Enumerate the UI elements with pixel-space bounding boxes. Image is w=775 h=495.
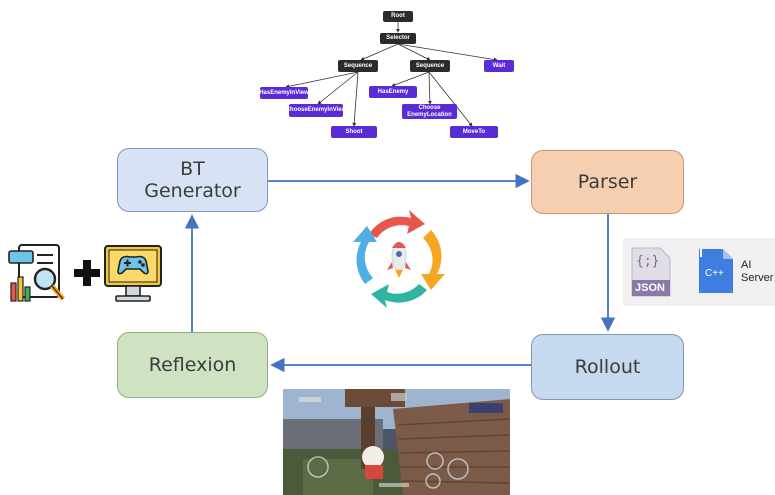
reflexion-block: Reflexion [117, 332, 268, 398]
tree-selector-node: Selector [380, 33, 416, 44]
parser-label: Parser [577, 171, 638, 193]
tree-sequence-right-node: Sequence [410, 60, 450, 72]
game-screenshot [283, 389, 510, 495]
tree-has-enemy-in-view-node: HasEnemyInView [259, 87, 309, 99]
cpp-file-icon [699, 249, 733, 293]
rollout-label: Rollout [574, 356, 641, 378]
json-braces-text: {;} [636, 254, 660, 269]
cycle-rocket-icon [353, 210, 445, 308]
rollout-block: Rollout [531, 334, 684, 400]
game-monitor-icon [104, 245, 162, 302]
bt-generator-block: BT Generator [117, 148, 268, 212]
ai-server-label: AI Server [741, 259, 774, 284]
tree-shoot-node: Shoot [331, 126, 377, 138]
game-scene-art [283, 389, 510, 495]
cpp-label: C++ [705, 268, 724, 279]
tree-root-node: Root [383, 11, 413, 22]
tree-move-to-node: MoveTo [450, 126, 498, 138]
plus-icon [74, 260, 100, 286]
parser-block: Parser [531, 150, 684, 214]
json-file-icon [631, 247, 671, 297]
report-analysis-icon [8, 244, 65, 302]
tree-wait-node: Wait [484, 60, 514, 72]
tree-has-enemy-node: HasEnemy [369, 86, 417, 98]
json-label: JSON [635, 282, 665, 294]
reflexion-label: Reflexion [148, 354, 237, 376]
tree-sequence-left-node: Sequence [338, 60, 378, 72]
tree-choose-enemy-in-view-node: ChooseEnemyInView [286, 104, 346, 117]
bt-generator-label: BT Generator [144, 158, 241, 202]
tree-choose-enemy-location-node: Choose EnemyLocation [402, 104, 457, 119]
